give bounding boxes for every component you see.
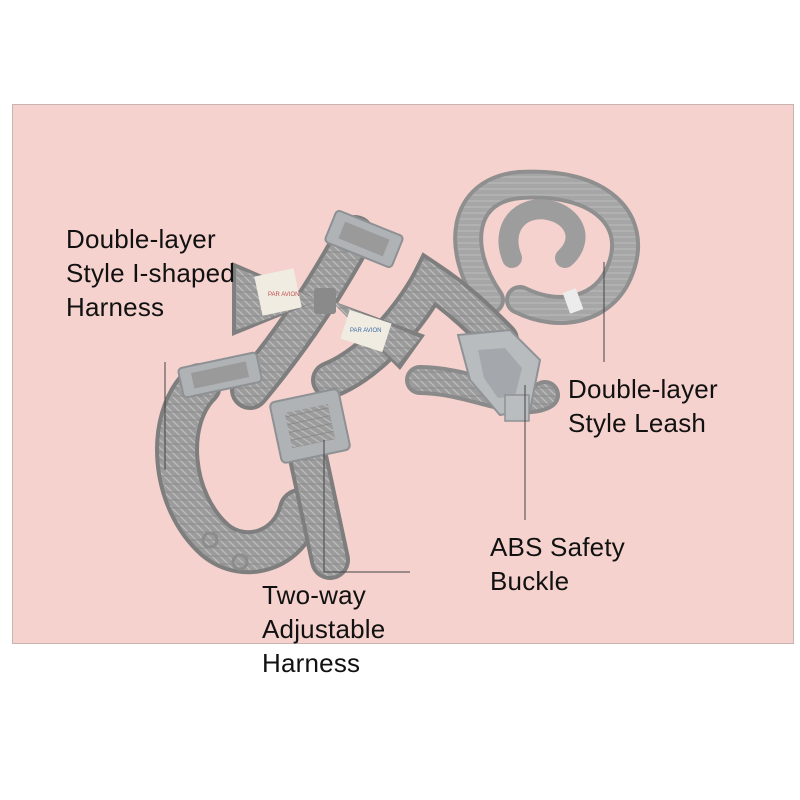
stamp-label-2: PAR AVION — [350, 328, 381, 334]
callout-adjustable: Two-way Adjustable Harness — [262, 578, 385, 680]
callout-harness-line-3: Harness — [66, 292, 165, 322]
leader-lines — [164, 262, 605, 573]
abs-safety-buckle — [456, 328, 542, 422]
adjuster-sliders — [177, 209, 404, 464]
callout-adjustable-line-2: Adjustable — [262, 614, 386, 644]
callout-leash: Double-layer Style Leash — [568, 372, 718, 440]
callout-buckle-line-1: ABS Safety — [490, 532, 625, 562]
callout-adjustable-line-1: Two-way — [262, 580, 366, 610]
bow-tie: PAR AVION PAR AVION — [232, 262, 425, 370]
callout-buckle-line-2: Buckle — [490, 566, 570, 596]
callout-buckle: ABS Safety Buckle — [490, 530, 625, 598]
harness-straps — [155, 215, 560, 580]
product-photo-background — [12, 104, 794, 644]
callout-harness-line-2: Style I-shaped — [66, 258, 236, 288]
callout-harness: Double-layer Style I-shaped Harness — [66, 222, 235, 324]
callout-harness-line-1: Double-layer — [66, 224, 216, 254]
callout-leash-line-2: Style Leash — [568, 408, 707, 438]
callout-leash-line-1: Double-layer — [568, 374, 718, 404]
callout-adjustable-line-3: Harness — [262, 648, 361, 678]
leash — [453, 169, 640, 325]
stamp-label: PAR AVION — [268, 292, 299, 298]
